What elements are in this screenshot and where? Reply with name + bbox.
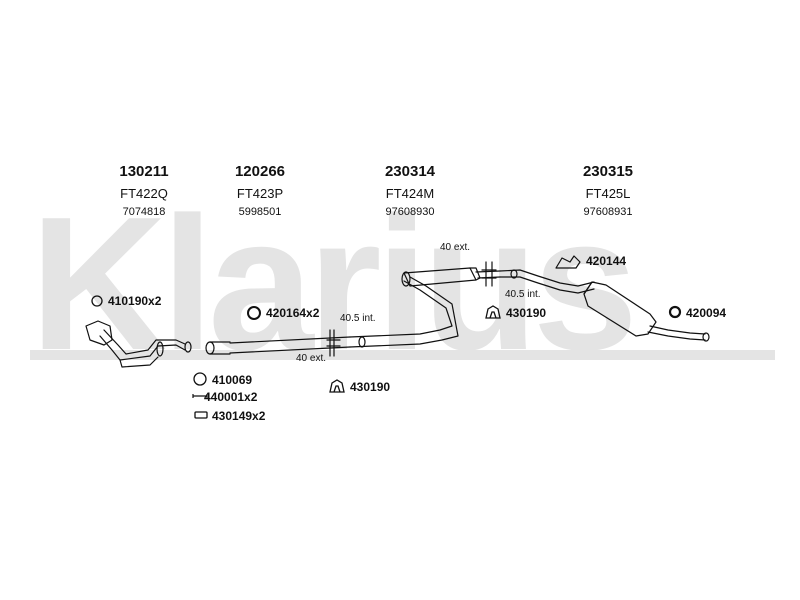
rear-pipe-drawing xyxy=(499,269,595,294)
mounting-bush-icon xyxy=(668,305,682,319)
part-number: 120266 xyxy=(234,163,286,180)
part-number: 230314 xyxy=(384,163,436,180)
part-column-intermediate-pipe: 120266 FT423P 5998501 xyxy=(200,163,320,219)
note-40-ext-lower: 40 ext. xyxy=(296,353,327,364)
part-code: FT425L xyxy=(585,186,631,201)
joint-drawing-b xyxy=(481,261,497,287)
part-code: FT424M xyxy=(385,186,435,201)
spring-clip-icon xyxy=(194,411,208,419)
part-number: 130211 xyxy=(119,163,169,180)
fitting-label-410069: 410069 xyxy=(212,373,253,387)
note-40-ext-upper: 40 ext. xyxy=(440,242,471,253)
part-ref: 97608931 xyxy=(583,206,633,218)
rear-silencer-drawing xyxy=(583,281,710,342)
note-40-5-int-right: 40.5 int. xyxy=(505,289,541,300)
rubber-mount-icon-lower xyxy=(329,379,345,393)
fitting-label-440001: 440001x2 xyxy=(204,390,258,404)
fitting-label-420094: 420094 xyxy=(686,306,727,320)
fitting-label-420164: 420164x2 xyxy=(266,306,320,320)
bolt-icon xyxy=(192,394,208,398)
fitting-label-420144: 420144 xyxy=(586,254,627,268)
part-code: FT422Q xyxy=(120,186,168,201)
joint-drawing-a xyxy=(326,329,341,357)
fitting-label-410190: 410190x2 xyxy=(108,294,162,308)
part-column-centre-silencer: 230314 FT424M 97608930 xyxy=(350,163,470,219)
centre-silencer-drawing xyxy=(401,267,501,287)
part-ref: 7074818 xyxy=(122,206,166,218)
fitting-label-430190-upper: 430190 xyxy=(506,306,547,320)
note-40-5-int-left: 40.5 int. xyxy=(340,313,376,324)
clamp-ring-icon xyxy=(247,306,261,320)
part-number: 230315 xyxy=(582,163,634,180)
part-column-front-pipe: 130211 FT422Q 7074818 xyxy=(84,163,204,219)
fitting-label-430149: 430149x2 xyxy=(212,409,266,423)
fitting-label-430190-lower: 430190 xyxy=(350,380,391,394)
hanger-drawing-420144 xyxy=(555,255,581,269)
rubber-mount-icon xyxy=(485,305,501,319)
front-pipe-drawing xyxy=(85,320,192,368)
ring-gasket-icon xyxy=(91,295,103,307)
centre-pipe-drawing xyxy=(349,276,459,348)
part-code: FT423P xyxy=(236,186,284,201)
intermediate-pipe-drawing xyxy=(205,336,351,355)
part-column-rear-silencer: 230315 FT425L 97608931 xyxy=(548,163,668,219)
watermark-underline xyxy=(30,350,775,360)
part-ref: 97608930 xyxy=(385,206,435,218)
part-ref: 5998501 xyxy=(238,206,282,218)
sealing-ring-icon xyxy=(193,372,207,386)
